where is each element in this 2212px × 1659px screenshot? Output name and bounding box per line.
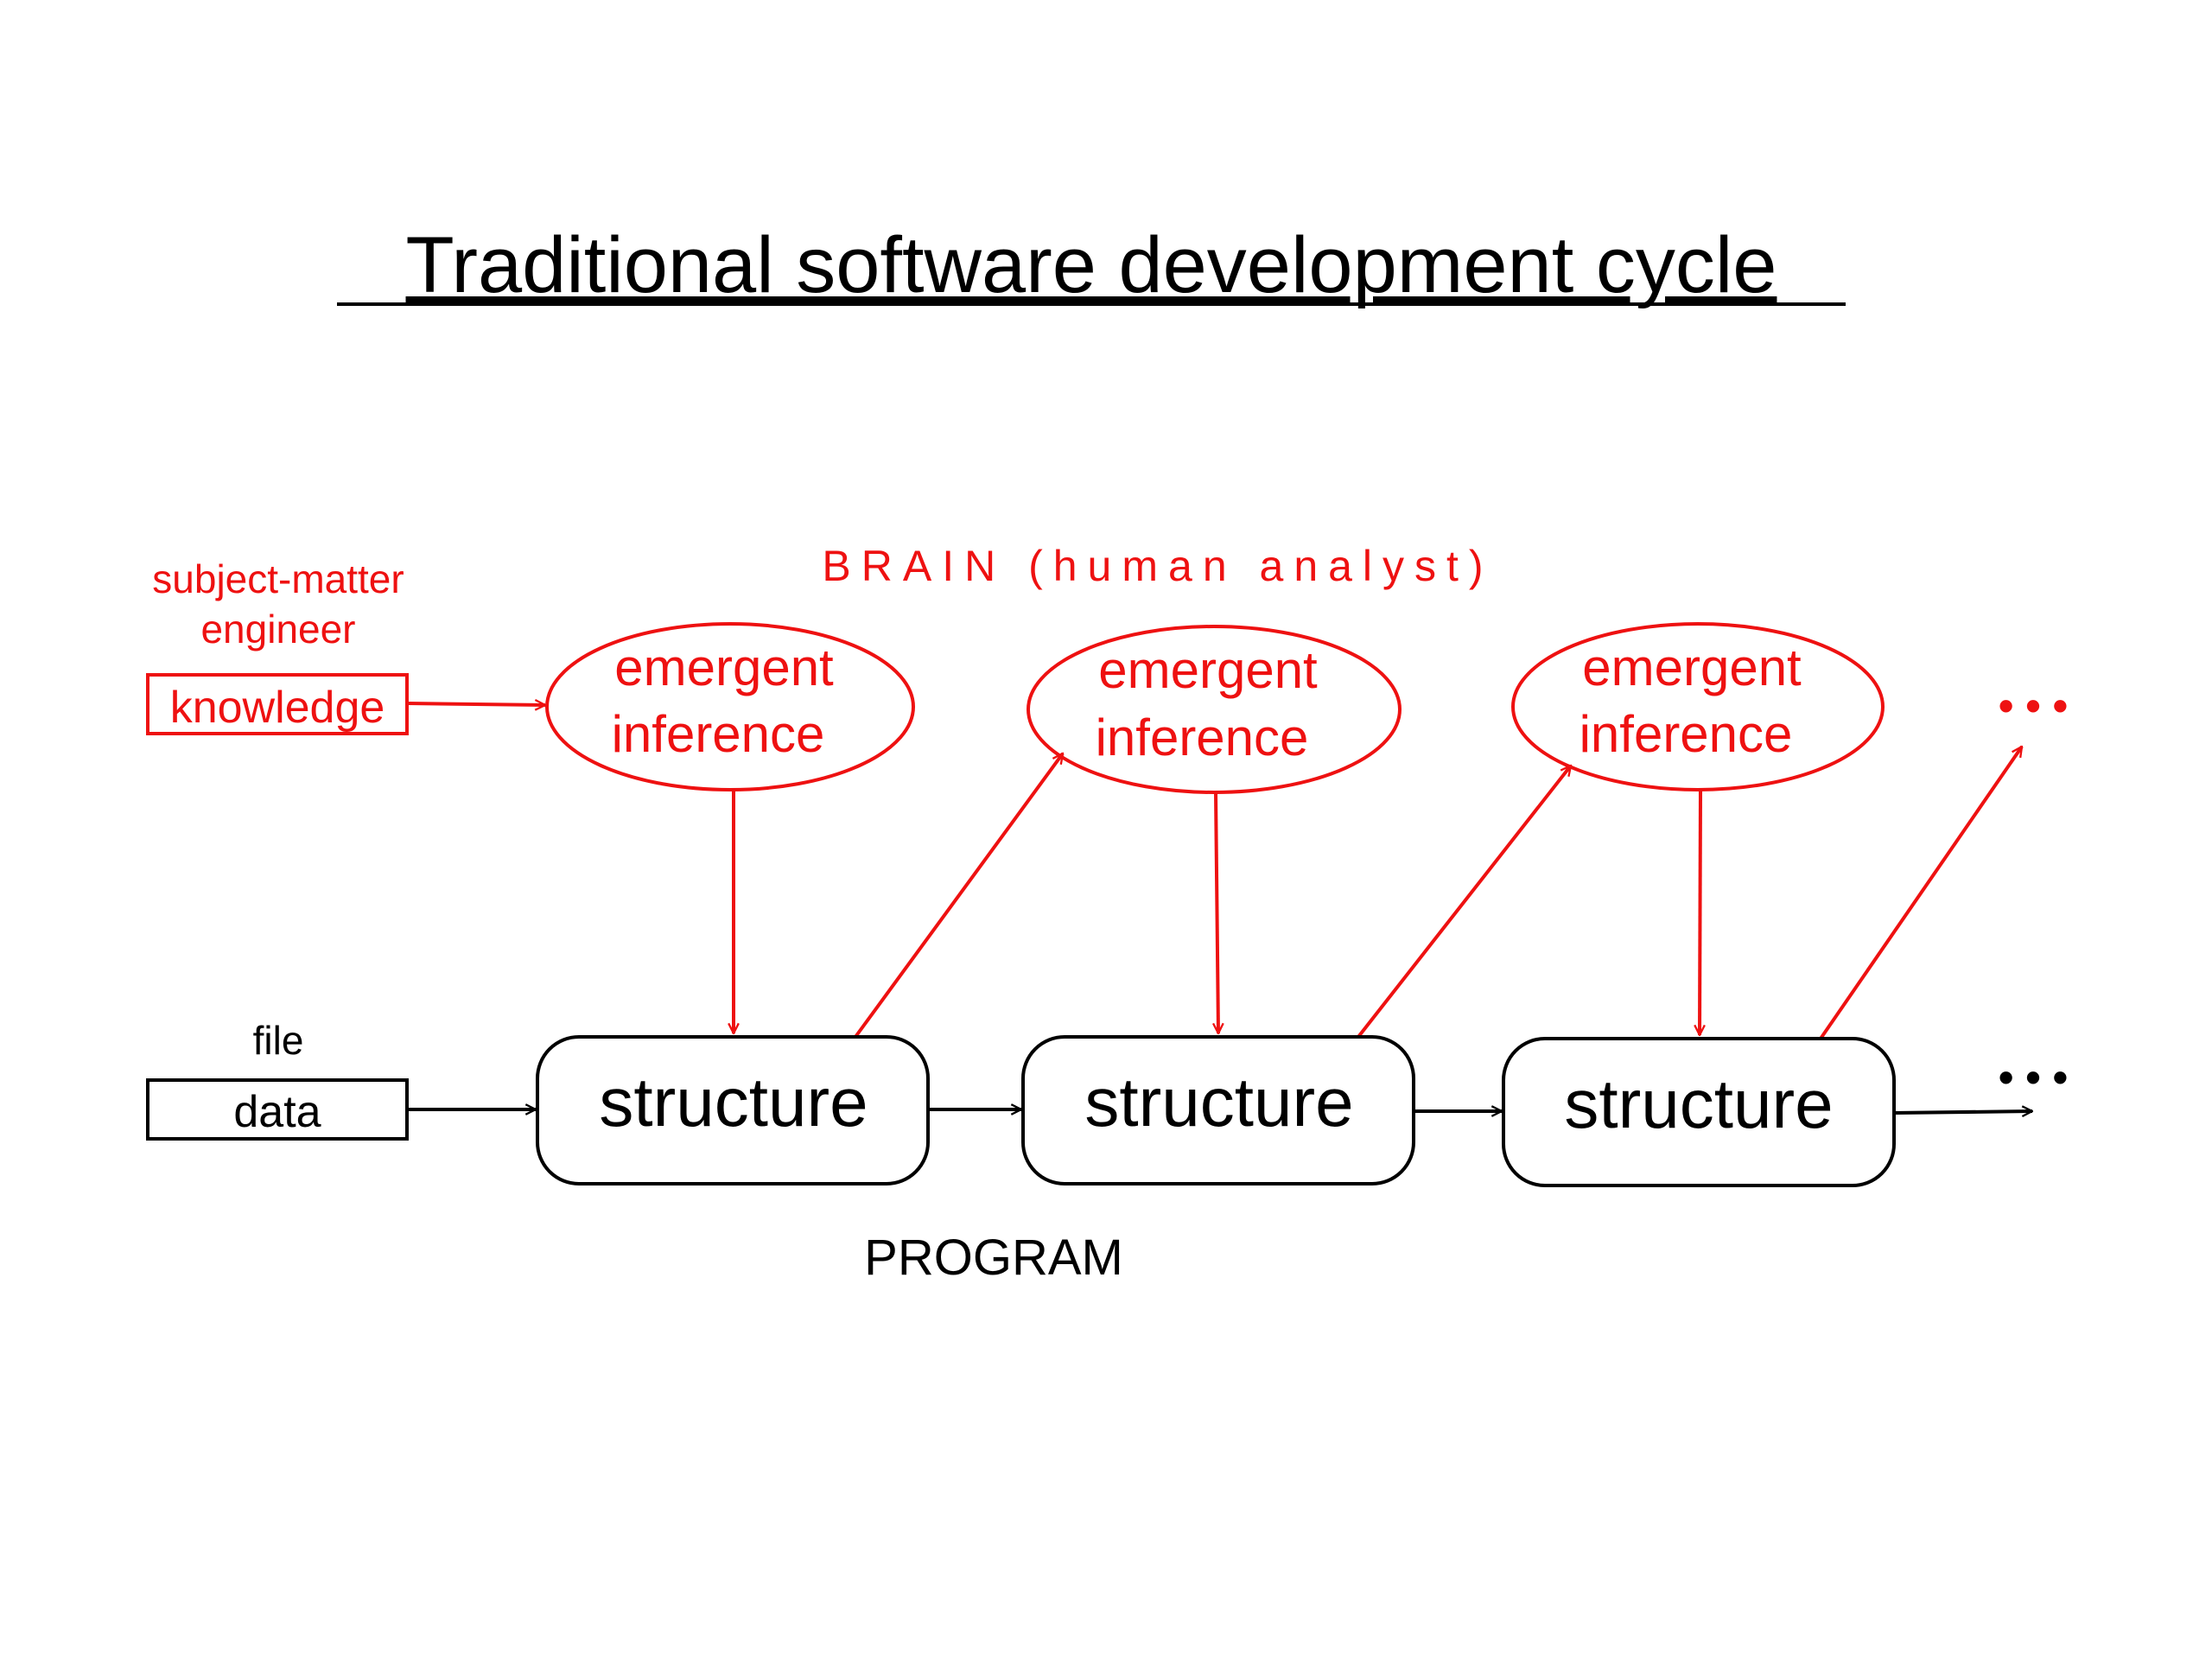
arrow-structure2-to-inference3 (1357, 766, 1571, 1039)
source-caption-line1: subject-matter (152, 556, 404, 601)
ellipsis-bottom: • • • (1999, 1053, 2068, 1102)
arrow-structure1-to-inference2 (854, 753, 1065, 1039)
data-label: data (233, 1087, 321, 1137)
inference-node-2-line1: emergent (1098, 641, 1318, 699)
inference-node-2-line2: inference (1096, 709, 1309, 766)
arrow-structure3-to-next-structure (1893, 1111, 2032, 1113)
source-caption-line2: engineer (200, 607, 355, 652)
inference-node-1 (545, 622, 915, 791)
arrow-inference2-to-structure2 (1216, 791, 1218, 1033)
arrow-knowledge-to-inference (406, 703, 545, 705)
input-caption: file (253, 1018, 304, 1063)
arrow-structure3-to-next (1819, 747, 2024, 1040)
knowledge-label: knowledge (170, 683, 385, 733)
inference-node-1-line1: emergent (614, 639, 834, 696)
inference-node-3 (1511, 622, 1885, 791)
ellipsis-top: • • • (1999, 682, 2068, 730)
inference-node-2 (1027, 625, 1402, 794)
structure-node-1-label: structure (599, 1064, 868, 1141)
structure-node-3-label: structure (1564, 1065, 1833, 1142)
inference-node-3-line2: inference (1580, 705, 1793, 763)
inference-node-1-line2: inference (612, 705, 825, 763)
program-label: PROGRAM (864, 1230, 1123, 1286)
page-title: Traditional software development cycle (406, 221, 1777, 309)
brain-label: BRAIN (human analyst) (822, 542, 1493, 590)
structure-node-2-label: structure (1084, 1064, 1353, 1141)
inference-node-3-line1: emergent (1582, 639, 1802, 696)
